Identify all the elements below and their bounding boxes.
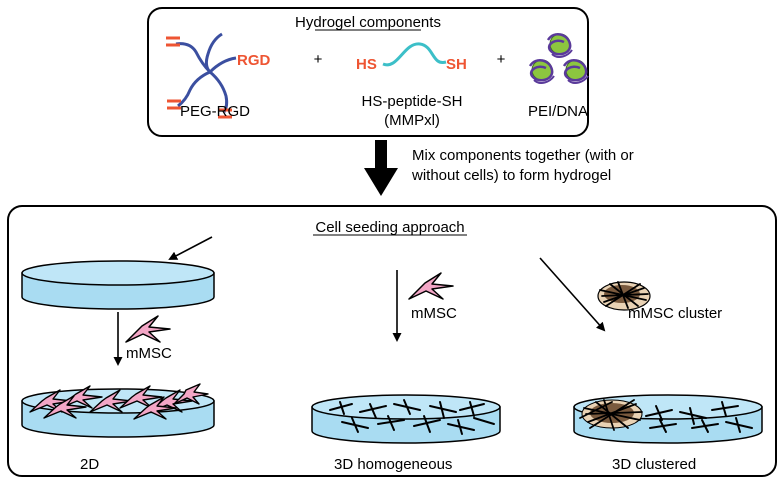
- seeding-title: Cell seeding approach: [315, 219, 464, 236]
- mix-step-line1: Mix components together (with or: [412, 147, 634, 164]
- peptide-label-line2: (MMPxl): [384, 112, 440, 129]
- mix-arrow: [364, 140, 398, 196]
- 2d-gel-arrow: [168, 236, 213, 260]
- polyplex-particle: [528, 58, 555, 84]
- 2d-surface-cells: [29, 383, 209, 420]
- 3d-cluster-diagonal-arrow: [539, 257, 606, 332]
- pei-dna-polyplexes: [528, 32, 589, 84]
- components-panel: [147, 7, 589, 137]
- 2d-cell-icon: [125, 315, 171, 343]
- approach-label-3d-homogeneous: 3D homogeneous: [334, 456, 452, 473]
- 2d-top-gel-disk: [21, 260, 215, 310]
- peg-rgd-label: PEG-RGD: [180, 103, 250, 120]
- approach-label-3d-clustered: 3D clustered: [612, 456, 696, 473]
- hs-left-label: HS: [356, 56, 377, 73]
- mmsc-cluster-label: mMSC cluster: [628, 305, 722, 322]
- polyplex-particle: [546, 32, 573, 58]
- 3d-homo-cell-icon: [408, 272, 454, 300]
- pei-dna-label: PEI/DNA: [528, 103, 588, 120]
- peptide-crosslinker: HS SH: [356, 42, 467, 73]
- peg-end-groups: [166, 36, 232, 119]
- rgd-label: RGD: [237, 52, 271, 69]
- sh-right-label: SH: [446, 56, 467, 73]
- mmsc-cluster-icon: [597, 281, 651, 311]
- mix-step-line2: without cells) to form hydrogel: [411, 167, 611, 184]
- 2d-cell-label: mMSC: [126, 345, 172, 362]
- components-title: Hydrogel components: [295, 14, 441, 31]
- 3d-cluster-spread-cells: [645, 401, 753, 433]
- 3d-cluster-embedded-cluster: [579, 399, 643, 431]
- polyplex-particle: [562, 58, 589, 84]
- peg-rgd-molecule: RGD: [166, 32, 271, 119]
- 3d-homo-cell-label: mMSC: [411, 305, 457, 322]
- plus-sign-1: +: [314, 51, 323, 68]
- 3d-homo-embedded-cells: [329, 399, 495, 435]
- peptide-label-line1: HS-peptide-SH: [362, 93, 463, 110]
- plus-sign-2: +: [497, 51, 506, 68]
- approach-label-2d: 2D: [80, 456, 99, 473]
